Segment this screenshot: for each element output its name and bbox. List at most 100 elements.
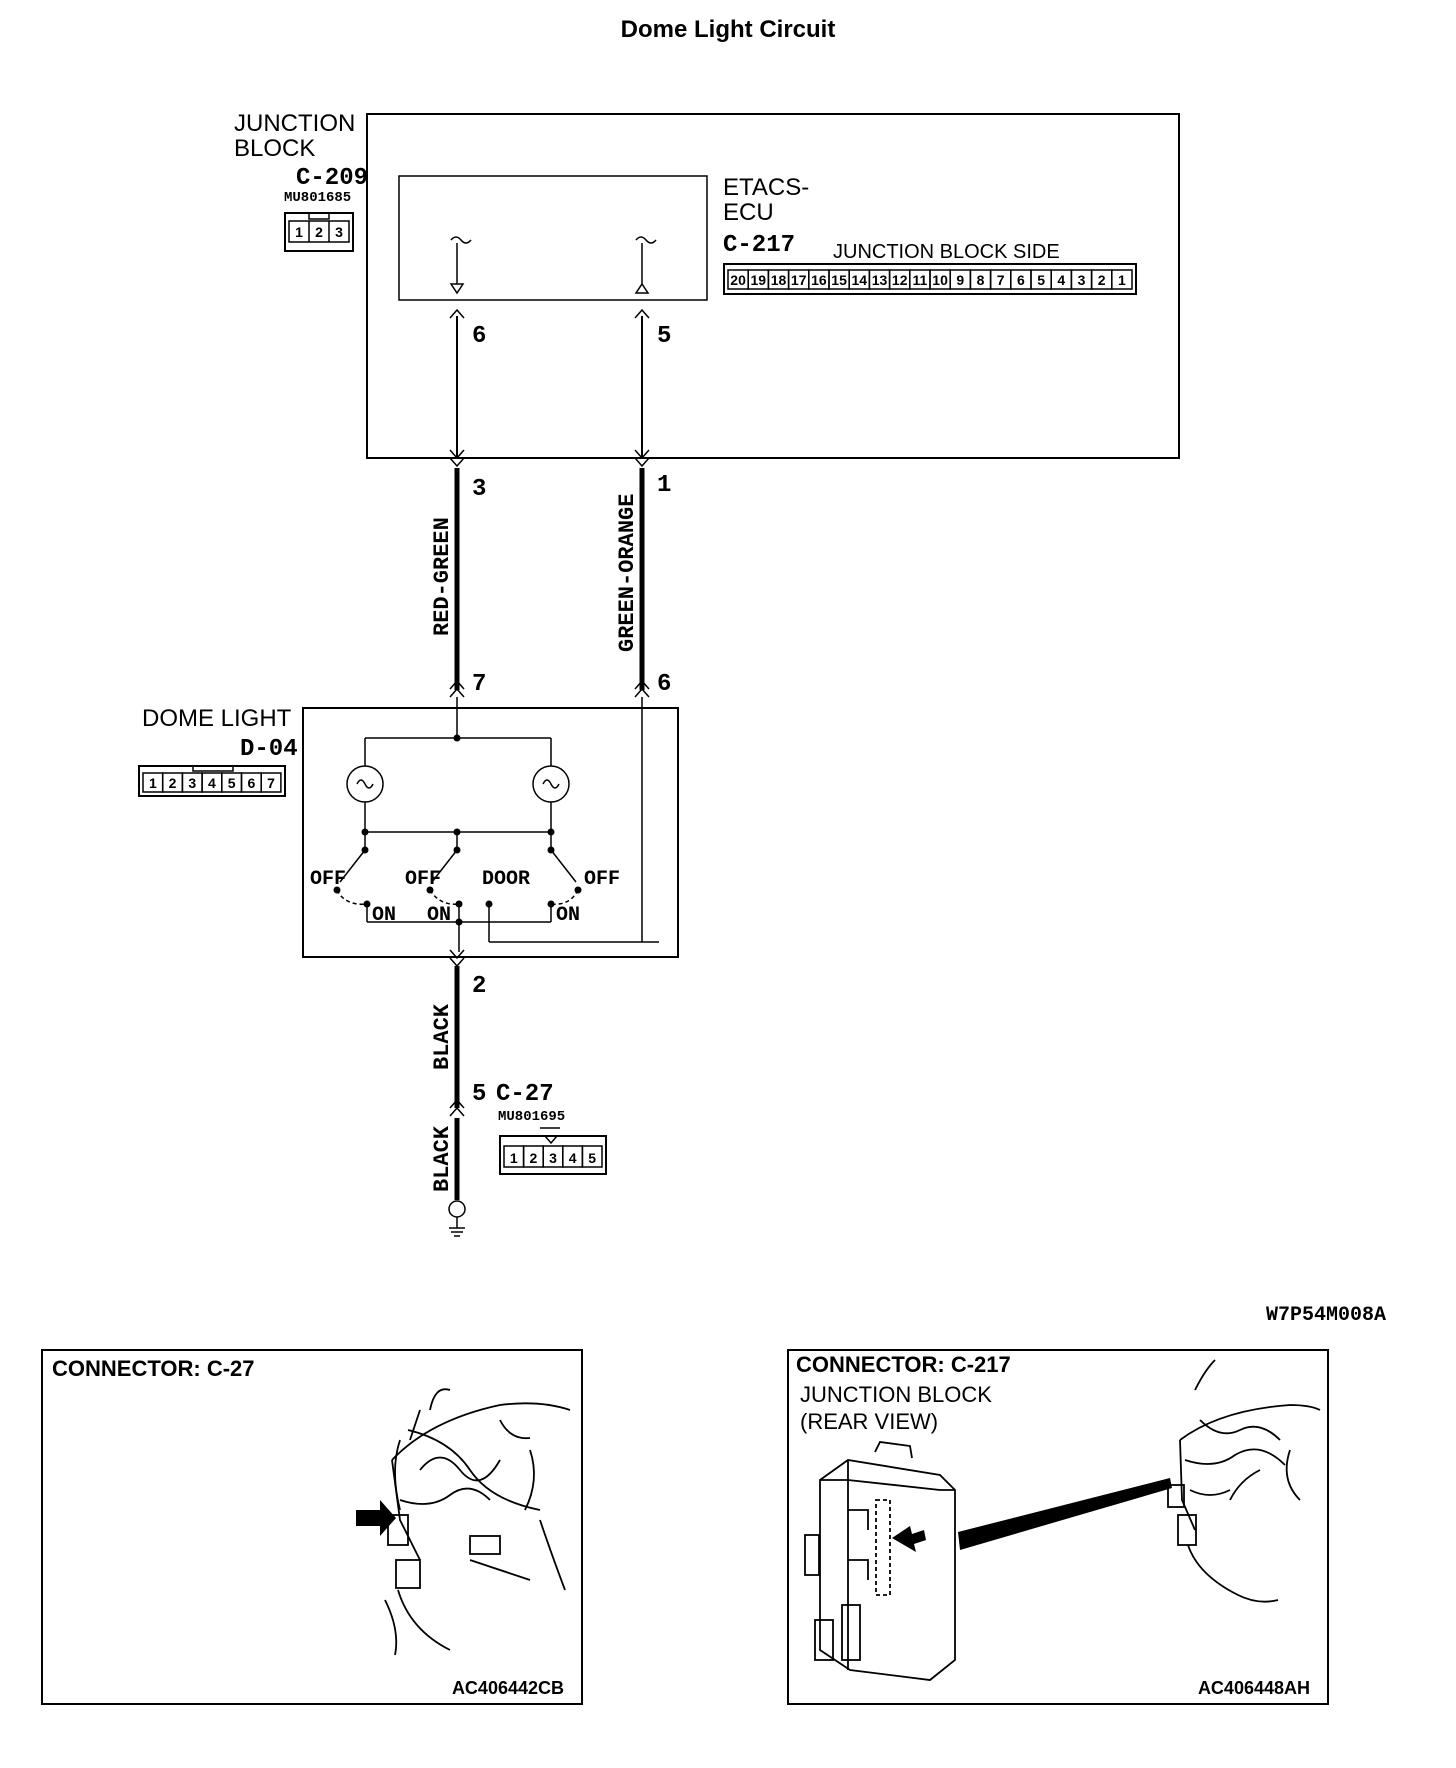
d04-pin-1: 1 bbox=[149, 775, 157, 791]
ground-icon bbox=[448, 1200, 466, 1237]
c217-pin-6: 6 bbox=[1017, 272, 1025, 288]
pin-chevron bbox=[449, 457, 465, 468]
etacs-label-line2: ECU bbox=[723, 199, 774, 226]
wire-label-black-upper: BLACK bbox=[430, 1003, 455, 1070]
switch-off-3: OFF bbox=[584, 868, 620, 891]
d04-pin-5: 5 bbox=[228, 775, 236, 791]
switch-on-1: ON bbox=[372, 904, 396, 927]
arrow-icon bbox=[356, 1500, 396, 1536]
bulb-icon bbox=[346, 765, 384, 803]
c217-pin-19: 19 bbox=[751, 272, 767, 288]
panel-right-sub1: JUNCTION BLOCK bbox=[800, 1382, 992, 1407]
bulb-icon bbox=[532, 765, 570, 803]
c217-pin-12: 12 bbox=[892, 272, 908, 288]
c209-connector-icon: 1 2 3 bbox=[284, 212, 354, 252]
c217-pin-16: 16 bbox=[811, 272, 827, 288]
dome-light-label: DOME LIGHT bbox=[142, 705, 292, 732]
junction-block-label-line2: BLOCK bbox=[234, 135, 315, 162]
ecu-internal-right-symbol bbox=[634, 236, 657, 294]
pointer-wedge bbox=[958, 1478, 1172, 1550]
c217-pin-18: 18 bbox=[771, 272, 787, 288]
diagram-title: Dome Light Circuit bbox=[621, 16, 836, 43]
connector-c27-panel: CONNECTOR: C-27 AC406442CB bbox=[41, 1349, 583, 1705]
c217-pin-1: 1 bbox=[1118, 272, 1126, 288]
c217-pin-cell bbox=[1111, 269, 1133, 290]
wire-label-green-orange: GREEN-ORANGE bbox=[615, 494, 640, 652]
arrow-icon bbox=[892, 1526, 926, 1552]
c209-pin-1: 1 bbox=[295, 224, 303, 240]
wire-label-black-lower: BLACK bbox=[430, 1125, 455, 1192]
c217-pin-3: 3 bbox=[1078, 272, 1086, 288]
pin-chevron bbox=[449, 449, 465, 460]
dome-light-box bbox=[302, 707, 679, 958]
connector-c217-panel: CONNECTOR: C-217 JUNCTION BLOCK (REAR VI… bbox=[787, 1349, 1329, 1705]
dashboard-harness-illustration bbox=[1167, 1359, 1321, 1603]
junction-block-illustration bbox=[804, 1441, 956, 1681]
c217-pin-14: 14 bbox=[852, 272, 868, 288]
ecu-internal-left-symbol bbox=[449, 236, 472, 295]
panel-right-sub2: (REAR VIEW) bbox=[800, 1409, 938, 1434]
dome-internal-wiring bbox=[339, 697, 659, 952]
pin-chevron bbox=[634, 687, 650, 698]
pin-chevron bbox=[634, 457, 650, 468]
wire-label-red-green: RED-GREEN bbox=[430, 517, 455, 636]
pin-chevron bbox=[449, 687, 465, 698]
switch-off-2: OFF bbox=[405, 868, 441, 891]
c217-pin-17: 17 bbox=[791, 272, 807, 288]
c217-pin-7: 7 bbox=[997, 272, 1005, 288]
junction-block-box bbox=[366, 113, 1180, 459]
c27-pin-5: 5 bbox=[588, 1150, 596, 1166]
switch-door: DOOR bbox=[482, 868, 530, 891]
dome-pin-left: 7 bbox=[472, 671, 486, 698]
junction-block-part-no: MU801685 bbox=[284, 190, 351, 206]
c27-connector-id: C-27 bbox=[496, 1081, 554, 1108]
etacs-pin-left: 6 bbox=[472, 323, 486, 350]
etacs-label-line1: ETACS- bbox=[723, 174, 809, 201]
panel-left-code: AC406442CB bbox=[452, 1678, 564, 1698]
d04-pin-2: 2 bbox=[169, 775, 177, 791]
pin-chevron bbox=[449, 1098, 465, 1109]
c217-pin-5: 5 bbox=[1037, 272, 1045, 288]
c209-pin-2: 2 bbox=[315, 224, 323, 240]
c217-pin-10: 10 bbox=[932, 272, 948, 288]
etacs-ecu-box bbox=[398, 175, 708, 301]
pin-chevron bbox=[634, 449, 650, 460]
pin-chevron bbox=[634, 679, 650, 690]
switch-on-arcs bbox=[336, 889, 579, 905]
panel-left-title: CONNECTOR: C-27 bbox=[52, 1356, 255, 1381]
etacs-pin-right: 5 bbox=[657, 323, 671, 350]
dome-light-connector-id: D-04 bbox=[240, 736, 298, 763]
jb-pin-left: 3 bbox=[472, 476, 486, 503]
d04-pin-6: 6 bbox=[247, 775, 255, 791]
pin-chevron bbox=[449, 308, 465, 319]
switch-on-3: ON bbox=[556, 904, 580, 927]
c27-pin-number: 5 bbox=[472, 1081, 486, 1108]
etacs-side-label: JUNCTION BLOCK SIDE bbox=[833, 241, 1060, 263]
d04-pin-cell bbox=[260, 772, 282, 793]
dome-pin-ground: 2 bbox=[472, 973, 486, 1000]
switch-off-1: OFF bbox=[310, 868, 346, 891]
d04-pin-7: 7 bbox=[267, 775, 275, 791]
c217-pin-20: 20 bbox=[730, 272, 746, 288]
pin-chevron bbox=[449, 1106, 465, 1117]
pin-chevron bbox=[449, 949, 465, 960]
panel-right-code: AC406448AH bbox=[1198, 1678, 1310, 1698]
c27-pin-4: 4 bbox=[569, 1150, 577, 1166]
c217-pin-8: 8 bbox=[977, 272, 985, 288]
c217-pin-2: 2 bbox=[1098, 272, 1106, 288]
dome-pin-right: 6 bbox=[657, 671, 671, 698]
c27-pin-1: 1 bbox=[510, 1150, 518, 1166]
d04-pin-3: 3 bbox=[188, 775, 196, 791]
junction-block-label-line1: JUNCTION bbox=[234, 110, 355, 137]
c217-pin-11: 11 bbox=[912, 272, 927, 288]
c27-pin-2: 2 bbox=[530, 1150, 538, 1166]
c217-pin-13: 13 bbox=[872, 272, 888, 288]
dashboard-harness-illustration bbox=[384, 1388, 571, 1656]
c209-pin-3: 3 bbox=[335, 224, 343, 240]
pin-chevron bbox=[449, 679, 465, 690]
c217-pin-15: 15 bbox=[831, 272, 847, 288]
c217-pin-9: 9 bbox=[956, 272, 964, 288]
